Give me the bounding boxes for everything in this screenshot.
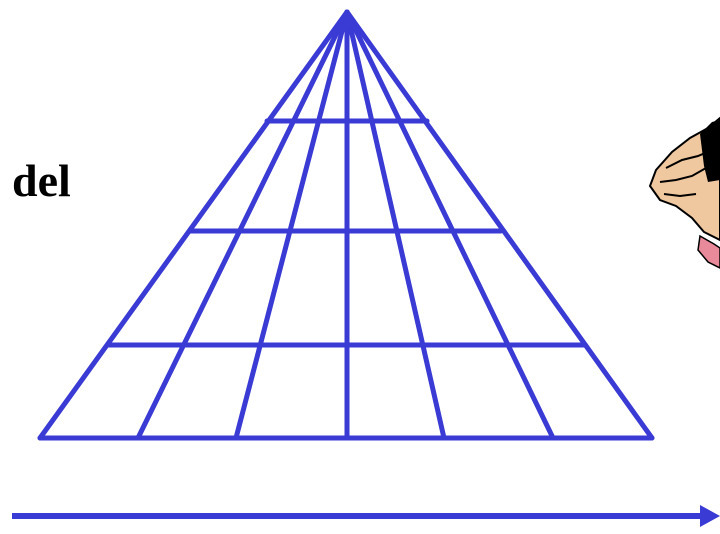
right-arrow-icon	[12, 505, 720, 527]
clipart-figure-icon	[650, 118, 720, 268]
pyramid-right-edge	[347, 12, 652, 438]
pyramid-ray-5	[347, 12, 553, 438]
pyramid-ray-2	[236, 12, 347, 438]
pyramid-grid	[40, 12, 652, 438]
pyramid-ray-1	[138, 12, 347, 438]
pyramid-left-edge	[40, 12, 347, 438]
